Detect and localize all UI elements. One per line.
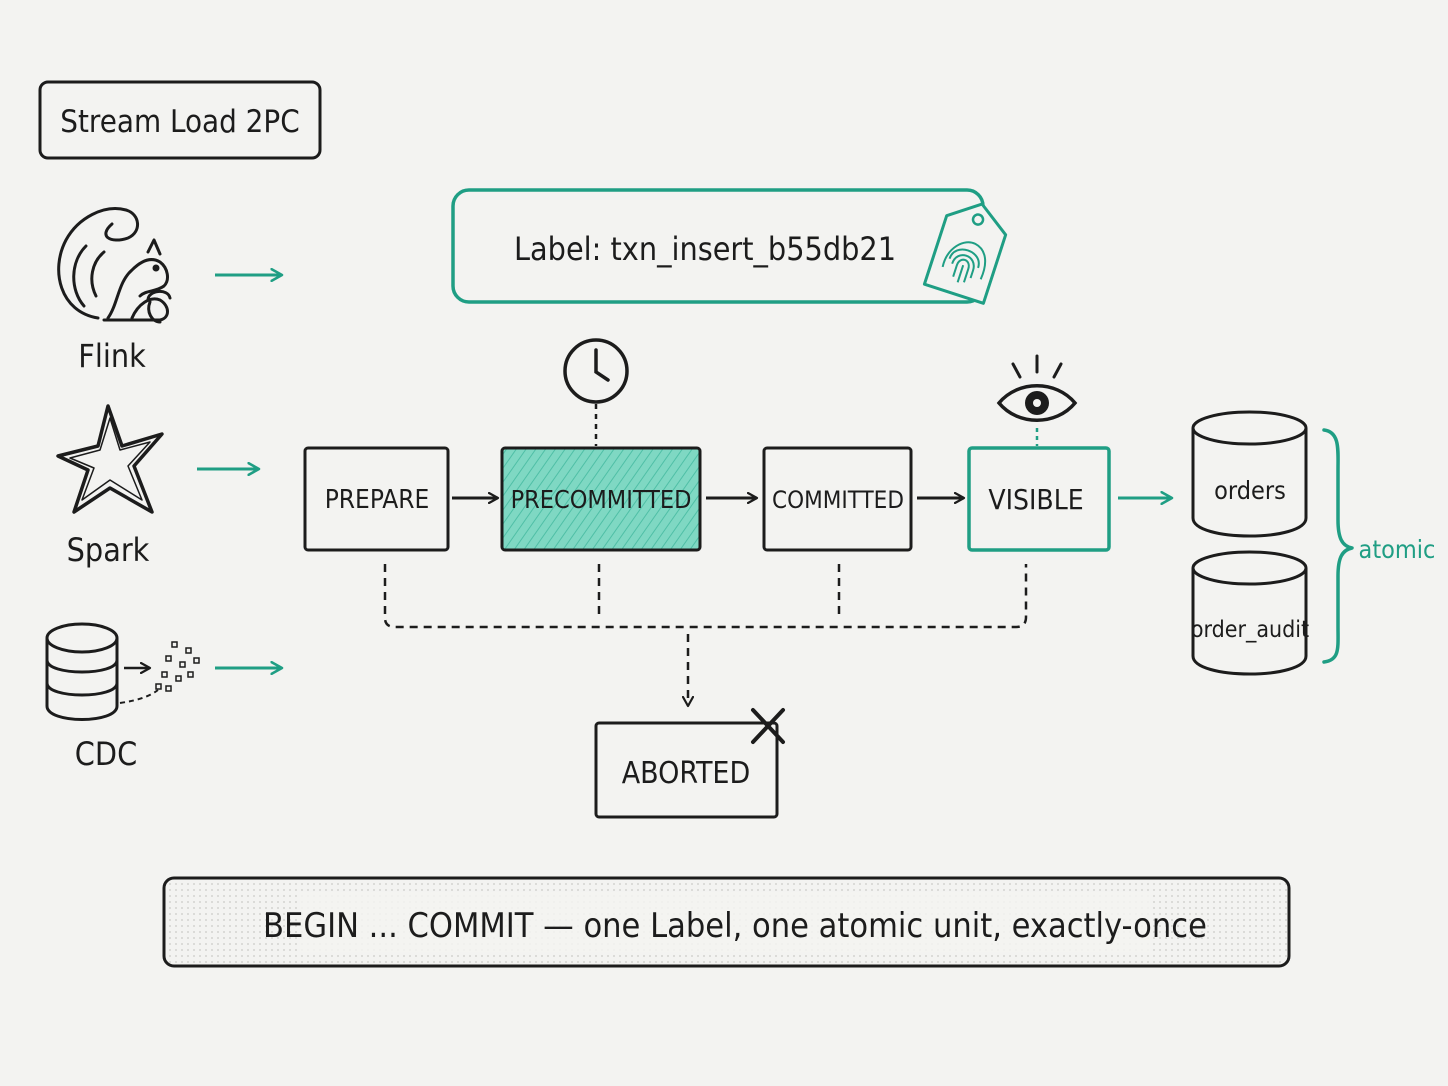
- title-box: Stream Load 2PC: [38, 80, 322, 160]
- state-committed: COMMITTED: [762, 446, 913, 552]
- table-order-audit: order_audit: [1191, 550, 1309, 676]
- cross-icon: [751, 708, 785, 744]
- fingerprint-tag-icon: [922, 202, 1008, 305]
- state-aborted: ABORTED: [594, 721, 779, 819]
- database-stream-icon: [45, 622, 159, 721]
- footer-text: BEGIN ... COMMIT — one Label, one atomic…: [263, 906, 1207, 946]
- atomic-label: atomic: [1359, 535, 1436, 564]
- table-label-order-audit: order_audit: [1191, 617, 1309, 643]
- clock-icon: [563, 338, 629, 446]
- source-label-spark: Spark: [67, 531, 150, 569]
- abort-paths: [383, 564, 1028, 706]
- state-visible: VISIBLE: [967, 446, 1111, 552]
- table-label-orders: orders: [1214, 476, 1286, 505]
- state-label-precommitted: PRECOMMITTED: [511, 485, 692, 514]
- atomic-brace: atomic: [1322, 428, 1436, 664]
- label-box: Label: txn_insert_b55db21: [451, 188, 985, 304]
- source-label-cdc: CDC: [75, 735, 137, 773]
- state-label-visible: VISIBLE: [988, 483, 1083, 516]
- state-label-prepare: PREPARE: [325, 485, 430, 515]
- state-precommitted: PRECOMMITTED: [500, 446, 702, 552]
- star-icon: [56, 404, 164, 514]
- state-prepare: PREPARE: [303, 446, 450, 552]
- source-flink: Flink: [57, 207, 282, 375]
- source-spark: Spark: [56, 404, 259, 569]
- squirrel-icon: [57, 207, 172, 324]
- state-label-aborted: ABORTED: [622, 756, 751, 791]
- footer-banner: BEGIN ... COMMIT — one Label, one atomic…: [162, 876, 1291, 968]
- eye-icon: [996, 354, 1078, 446]
- data-particles: [155, 641, 200, 692]
- table-orders: orders: [1191, 410, 1308, 538]
- diagram-title: Stream Load 2PC: [60, 104, 299, 140]
- label-text: Label: txn_insert_b55db21: [514, 230, 896, 268]
- state-label-committed: COMMITTED: [772, 486, 904, 514]
- source-label-flink: Flink: [78, 337, 146, 375]
- source-cdc: CDC: [45, 622, 282, 773]
